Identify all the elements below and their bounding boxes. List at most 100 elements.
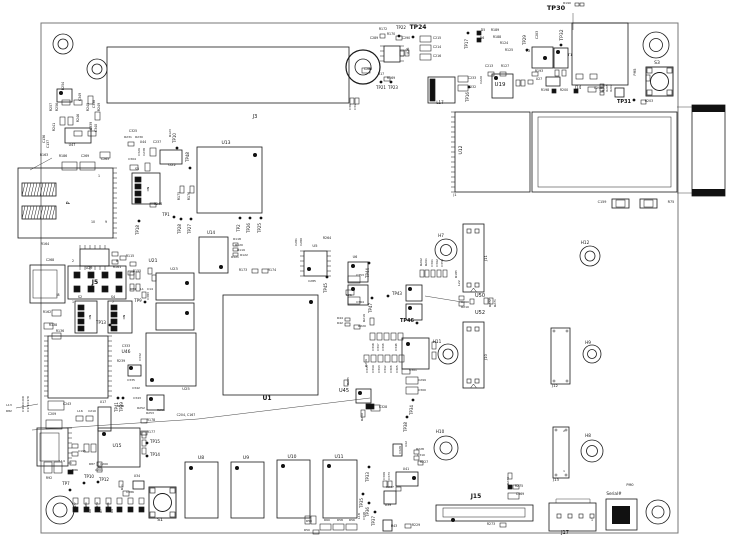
pad: [442, 269, 448, 278]
pad: [343, 379, 349, 387]
label-u5: U5: [312, 243, 318, 248]
dip-switch-s2: [74, 300, 98, 334]
label-r220: R220: [358, 324, 366, 328]
label-r264: R264: [323, 236, 331, 240]
label-c312: C312: [383, 365, 387, 373]
label-r163: R163: [40, 153, 48, 157]
pad: [579, 2, 585, 7]
label-r241: R241: [52, 123, 56, 131]
label-c318: C318: [371, 343, 375, 351]
label-r75: R75: [668, 200, 675, 204]
label-j17: J17: [560, 530, 569, 536]
label-c314: C314: [371, 365, 375, 373]
module-right-inner: [537, 116, 672, 188]
card-bar-top: [692, 105, 725, 112]
label-r227: R227: [420, 460, 428, 464]
pad-filled: [94, 506, 101, 513]
pad: [527, 79, 534, 85]
label-u10: U10: [287, 454, 296, 460]
testpoint-tp39: TP39: [119, 402, 124, 413]
ic-u13: [196, 146, 263, 214]
label-c338: C338: [92, 100, 96, 108]
label-r257: R257: [49, 103, 53, 111]
mounting-hole-inner-h10: [439, 441, 453, 455]
label-r200: R200: [560, 88, 568, 92]
ic-near-tp43-a-pin1-dot: [408, 287, 412, 291]
testpoint-tp34: TP34: [409, 405, 414, 416]
label-u6: U6: [353, 255, 358, 259]
leader-line-4: [197, 397, 371, 420]
ic-u25: [145, 332, 197, 387]
pad: [129, 261, 137, 267]
label-7: 7: [112, 300, 114, 304]
dip-switch-s2-slider0: [77, 304, 85, 311]
mounting-hole-inner-h8: [586, 445, 598, 457]
pad: [483, 297, 489, 305]
pad: [391, 354, 398, 363]
label-c214: C214: [433, 45, 441, 49]
label-r274: R274: [506, 477, 510, 485]
mounting-hole-inner-0: [57, 38, 69, 50]
leader-line-5: [424, 295, 463, 303]
pad: [349, 97, 355, 105]
connector-j10-notch-l: [470, 383, 474, 389]
dip-switch-s5-slider0: [134, 176, 142, 183]
pad: [345, 289, 355, 296]
ic-u23-b-pin1-dot: [185, 311, 189, 315]
label-l14: L14: [59, 459, 65, 463]
label-c364: C364: [356, 300, 364, 304]
pad: [127, 497, 134, 505]
label-l18: L18: [357, 513, 361, 519]
testpoint-dot-tp9: [143, 300, 147, 304]
mounting-hole-h11: [437, 343, 459, 365]
pad: [232, 252, 239, 257]
label-u47: U47: [69, 143, 76, 147]
pad-filled: [105, 506, 112, 513]
pad: [589, 73, 598, 80]
label-r204: R204: [601, 84, 605, 92]
label-r202: R202: [609, 84, 613, 92]
ic-u45: [355, 388, 372, 404]
ethernet-slot-2-hatch: [39, 205, 44, 220]
label-r119: R119: [237, 248, 245, 252]
testpoint-tp27: TP27: [187, 224, 192, 235]
ic-u23-a-pin1-dot: [185, 281, 189, 285]
pad: [73, 99, 83, 106]
pad: [469, 298, 475, 305]
label-c220: C220: [479, 76, 483, 84]
pad: [377, 354, 384, 363]
ethernet-slot-2-hatch: [24, 205, 29, 220]
testpoint-dot-tp12: [96, 480, 100, 484]
label-c353: C353: [356, 273, 364, 277]
label-r253: R253: [146, 411, 154, 415]
ic-u14-pin1-dot: [219, 265, 223, 269]
label-r193: R193: [535, 69, 543, 73]
ic-topleft-pin1-dot: [59, 91, 63, 95]
pad: [347, 296, 361, 305]
label-u19: U19: [494, 82, 506, 88]
pad: [111, 259, 119, 265]
label-u25: U25: [182, 386, 190, 391]
label-u46: U46: [121, 349, 130, 355]
pad: [312, 529, 320, 535]
label-r210: R210: [461, 305, 469, 309]
pad: [413, 455, 420, 461]
label-u21: U21: [148, 258, 157, 264]
ethernet-slot-2-hatch: [30, 205, 35, 220]
pad: [436, 269, 442, 278]
pad: [431, 351, 437, 360]
label-r81: R81: [106, 502, 110, 508]
ic-u39: [383, 490, 397, 505]
connector-j17-pin1: [567, 513, 573, 519]
label-s2: S2: [78, 295, 82, 299]
label-t2: T2: [525, 48, 531, 53]
label-c243: C243: [63, 402, 71, 406]
label-c290: C290: [402, 36, 410, 40]
module-j3: [106, 46, 350, 104]
ethernet-slot-2-hatch: [33, 205, 38, 220]
label-c349: C349: [78, 93, 82, 101]
switch-s3-pad1: [666, 67, 673, 74]
pad: [383, 332, 390, 341]
pad: [61, 161, 78, 171]
mounting-hole-h12: [579, 245, 601, 267]
